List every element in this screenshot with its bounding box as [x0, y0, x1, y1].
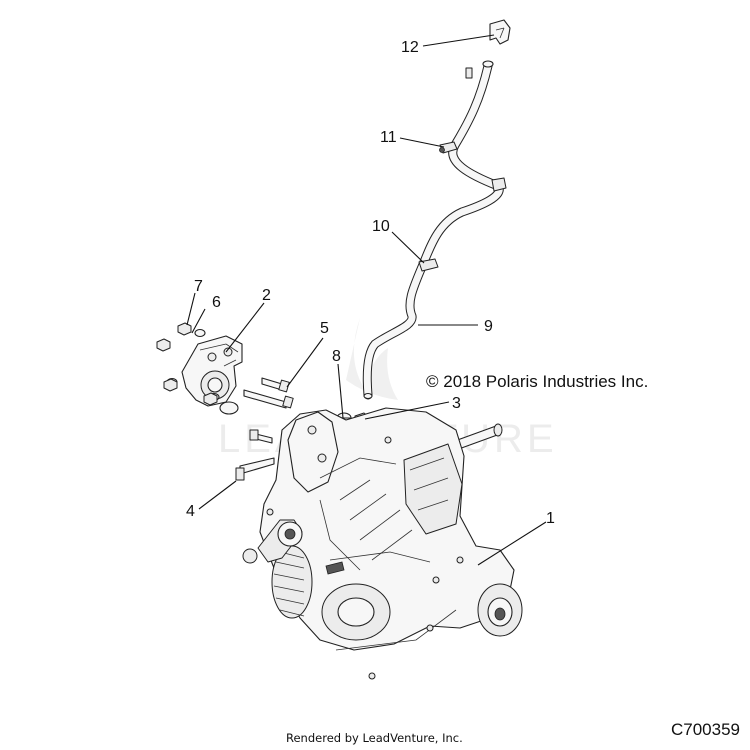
callout-2: 2 [262, 287, 271, 304]
callout-9: 9 [484, 318, 493, 335]
part-2-bracket [181, 335, 243, 415]
output-flange [477, 583, 523, 637]
leader-5 [286, 337, 324, 388]
part-4-bolts [235, 429, 275, 481]
callout-12: 12 [401, 39, 419, 56]
part-11-clamp [439, 141, 458, 154]
callout-5: 5 [320, 320, 329, 337]
watermark-logo-icon [346, 318, 398, 400]
leader-3 [364, 401, 450, 420]
part-5-bolts [243, 377, 294, 409]
leader-7 [186, 292, 196, 326]
fan-housing [271, 545, 313, 619]
callout-10: 10 [372, 218, 390, 235]
callout-1: 1 [546, 510, 555, 527]
part-7-nuts [156, 322, 218, 406]
callout-3: 3 [452, 395, 461, 412]
part-10-clamp [418, 177, 507, 272]
part-12-clip [489, 19, 511, 45]
leader-10 [391, 231, 425, 264]
rendered-by-credit: Rendered by LeadVenture, Inc. [286, 731, 463, 745]
callouts: 12 11 10 9 2 7 6 5 8 3 4 1 [186, 39, 555, 527]
part-1-transmission [242, 407, 523, 680]
leader-6 [191, 308, 206, 334]
drawing-code: C700359 [670, 720, 740, 739]
leader-2 [225, 302, 265, 353]
leader-lines [186, 34, 547, 566]
callout-4: 4 [186, 503, 195, 520]
leader-8 [337, 363, 344, 419]
callout-11: 11 [380, 129, 397, 146]
leader-11 [399, 137, 445, 148]
leader-4 [198, 480, 237, 510]
callout-6: 6 [212, 294, 221, 311]
leader-1 [477, 521, 547, 566]
callout-8: 8 [332, 348, 341, 365]
leader-12 [422, 34, 495, 47]
callout-7: 7 [194, 278, 203, 295]
copyright-notice: © 2018 Polaris Industries Inc. [426, 372, 649, 391]
